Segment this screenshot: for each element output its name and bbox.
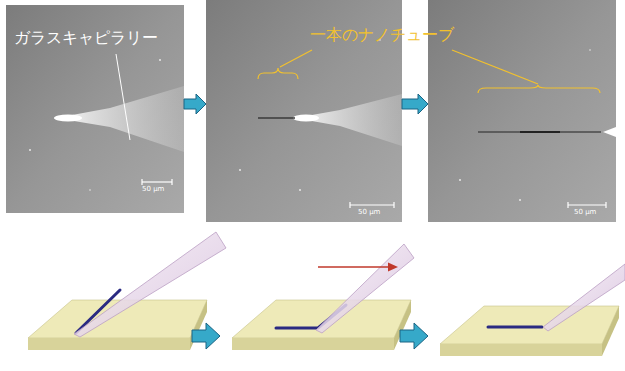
- glass-capillary: [74, 232, 226, 337]
- nanotube-image: [520, 131, 560, 133]
- scale-bar: [142, 179, 606, 208]
- step-arrow: [402, 94, 428, 114]
- capillary-tip: [603, 127, 616, 137]
- motion-arrow: [318, 263, 398, 272]
- bracket: [258, 50, 600, 93]
- callout-label: 一本のナノチューブ: [310, 26, 454, 44]
- nanotube-image: [258, 117, 295, 119]
- glass-capillary: [316, 244, 414, 333]
- nanotube-image: [478, 131, 601, 133]
- step-arrow: [192, 323, 220, 349]
- micrograph-panel: ガラスキャピラリー 50 µm: [6, 5, 184, 213]
- leader-line: [116, 54, 130, 140]
- micrograph: [428, 0, 616, 222]
- scale-label: 50 µm: [142, 185, 164, 193]
- step-arrow: [400, 323, 428, 349]
- glass-capillary: [543, 264, 625, 331]
- scale-label: 50 µm: [574, 208, 596, 216]
- scale-label: 50 µm: [358, 208, 380, 216]
- micrograph: [6, 5, 184, 213]
- capillary-tip: [293, 115, 319, 122]
- specks: [29, 39, 591, 201]
- part-label: ガラスキャピラリー: [14, 29, 158, 47]
- substrate: [440, 306, 619, 356]
- capillary-tip: [54, 115, 82, 122]
- micrograph-panel: 50 µm: [428, 0, 616, 222]
- nanotube: [488, 326, 542, 329]
- step-arrow: [184, 94, 206, 114]
